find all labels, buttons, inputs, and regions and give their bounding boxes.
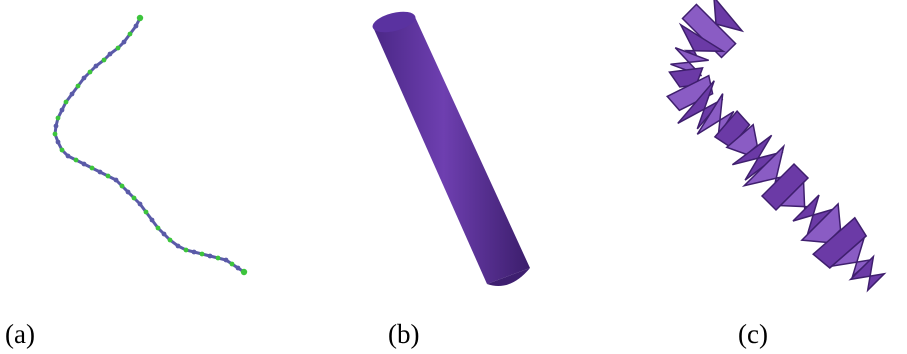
caption-c: (c) [738, 319, 768, 349]
chain-bead [87, 69, 93, 75]
chain-bead [93, 63, 99, 69]
ribbon-segment [678, 22, 726, 60]
chain-bead [149, 217, 155, 223]
chain-bead [121, 39, 127, 45]
chain-bead [127, 31, 133, 37]
panel-c: (c) [600, 0, 907, 354]
ribbon-segment [677, 80, 724, 130]
chain-bead [52, 131, 58, 137]
chain-bead [115, 45, 121, 51]
chain-bead [175, 243, 181, 249]
chain-bead [81, 75, 87, 81]
chain-bead [223, 257, 229, 263]
ribbon-segment [731, 134, 784, 181]
chain-bead [240, 268, 248, 276]
chain-bead [119, 183, 125, 189]
chain-bead [75, 83, 81, 89]
chain-bead [53, 123, 59, 129]
chain-bead [101, 57, 107, 63]
chain-bead [97, 169, 103, 175]
caption-b: (b) [388, 319, 420, 349]
ribbon-segment [665, 74, 714, 112]
chain-bead [63, 99, 69, 105]
chain-bead [136, 14, 144, 22]
cylinder-body [372, 11, 530, 286]
chain-bead [199, 251, 205, 257]
chain-bead [131, 195, 137, 201]
chain-bead [125, 189, 131, 195]
chain-bead [155, 225, 161, 231]
chain-bead [161, 231, 167, 237]
chain-bead [59, 147, 65, 153]
chain-bead [215, 255, 221, 261]
chain-bead [235, 265, 241, 271]
chain-bead [107, 51, 113, 57]
chain-bead [229, 261, 235, 267]
panel-b: (b) [300, 0, 600, 354]
ribbon-segment [848, 254, 887, 293]
chain-bead [137, 201, 143, 207]
chain-bead [167, 237, 173, 243]
helical-ribbon-figure [665, 0, 887, 293]
chain-bead [191, 249, 197, 255]
ribbon-segment [760, 162, 810, 212]
chain-bead [59, 107, 65, 113]
chain-bead [113, 177, 119, 183]
chain-bead [207, 253, 213, 259]
cylinder-figure [372, 11, 530, 286]
ribbon-segment [670, 46, 709, 77]
chain-bead [55, 139, 61, 145]
chain-bead [65, 153, 71, 159]
ribbon-segment [713, 0, 745, 33]
chain-bead [133, 23, 139, 29]
chain-bead [55, 115, 61, 121]
chain-bead [183, 247, 189, 253]
chain-bead [105, 173, 111, 179]
chain-bead [73, 157, 79, 163]
ribbon-segment [681, 3, 737, 59]
chain-bead [81, 161, 87, 167]
chain-backbone [53, 17, 245, 274]
ribbon-segment [812, 216, 868, 269]
bead-chain-figure [52, 14, 248, 276]
ribbon-segment [829, 235, 874, 279]
chain-bead [69, 91, 75, 97]
panel-a: (a) [0, 0, 300, 354]
chain-bead [143, 209, 149, 215]
ribbon-segment [713, 109, 751, 149]
caption-a: (a) [5, 319, 35, 349]
chain-bead [89, 165, 95, 171]
